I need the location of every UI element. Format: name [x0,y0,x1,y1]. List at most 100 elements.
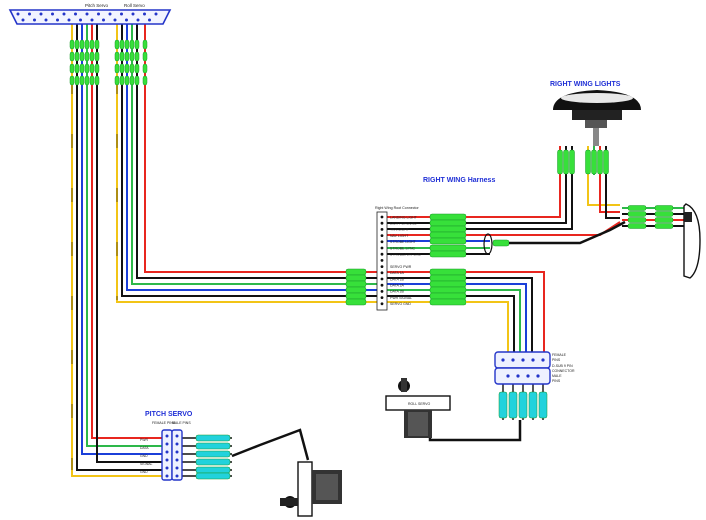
wire-splice [195,450,231,458]
wire-splice [429,292,467,300]
wire-splice [134,39,140,50]
wire-splice [195,434,231,442]
connector-pin [165,450,169,454]
roll-harness-wire [131,22,378,285]
wire-splice [591,149,597,175]
wire-splice [84,51,90,62]
wire-splice [627,211,647,217]
wire-splice [429,237,467,245]
wire-splice [345,286,367,294]
wire-splice [429,231,467,239]
wire-splice [345,268,367,276]
connector-pin [175,474,179,478]
wire-splice [654,217,674,223]
light-lead [587,175,620,206]
connector-pin [79,18,82,22]
roll-servo-connector: FEMALE PINS D-SUB 9 PIN CONNECTOR MALE P… [494,351,575,385]
connector-pin [56,18,59,22]
wire-splice [429,213,467,221]
wire-splice [114,51,120,62]
wire-splice [124,39,130,50]
wire-splice [492,239,510,247]
wire-splice [79,39,85,50]
connector-pin [143,12,146,16]
wire-splice [429,280,467,288]
connector-pin [175,442,179,446]
wire-splice [69,51,75,62]
wire-splice [129,39,135,50]
root-pin-label: LANDING LIGHT [390,215,418,219]
servo-wire [466,277,533,352]
root-pin-label: TAXI LIGHT [390,228,410,232]
root-pin [380,252,384,256]
right-wing-harness-title: RIGHT WING Harness [423,177,495,184]
connector-pin [165,442,169,446]
connector-pin [97,12,100,16]
wire-splice [429,244,467,252]
light-wire [466,164,573,230]
wire-splice [89,51,95,62]
roll-servo-connector-label: Roll Servo [124,3,145,8]
pitch-wire-label: DATA [140,446,149,450]
roll-servo-cable [428,420,522,442]
connector-pin [506,374,510,378]
pitch-servo-cable [231,428,310,461]
wire-splice [89,63,95,74]
roll-dsub-label: D-SUB 9 PIN [552,364,573,368]
root-pin [380,221,384,225]
wingtip-strobe [683,203,701,279]
roll-harness-wire [144,22,378,273]
connector-pin [90,18,94,22]
wire-splice [119,75,125,86]
pitch-wire-label: SIGNAL [140,462,153,466]
pitch-wire-label: PWR [140,438,148,442]
wire-splice [129,51,135,62]
connector-pin [131,12,135,16]
connector-pin [175,458,179,462]
pitch-female-pins-label: FEMALE PINS [152,421,176,425]
root-pin [380,271,384,275]
connector-pin [21,18,25,22]
connector-pin [28,12,31,16]
wire-splice [142,75,148,86]
connector-pin [136,18,140,22]
connector-pin [16,12,20,16]
wire-splice [429,225,467,233]
wire-splice [345,274,367,282]
root-pin [380,296,384,299]
wire-splice [518,391,528,419]
wire-splice [119,39,125,50]
root-pin [380,265,384,268]
wire-splice [557,149,563,175]
root-pin [380,277,384,281]
wire-splice [627,223,647,229]
servo-wire [466,301,509,352]
wire-splice [124,51,130,62]
wire-splice [654,211,674,217]
wire-layer [69,22,685,480]
wire-splice [654,223,674,229]
wire-splice [429,250,467,258]
wing-light-assembly [553,90,641,146]
root-pin-label: LIGHT GROUND [390,222,417,226]
servo-wire [466,295,515,352]
connector-pin [165,466,169,470]
wire-splice [498,391,508,419]
wire-splice [569,149,575,175]
connector-pin [154,12,158,16]
servo-wire [466,283,527,352]
connector-pin [165,434,169,438]
wire-splice [134,75,140,86]
connector-pin [516,374,520,378]
wire-splice [89,39,95,50]
connector-pin [531,358,535,362]
wire-splice [195,472,231,480]
pitch-servo-title: PITCH SERVO [145,411,193,418]
pitch-harness-wire [71,22,172,477]
connector-pin [125,18,128,22]
pitch-servo-connector-label: Pitch Servo [85,3,109,8]
wire-splice [654,205,674,211]
wire-splice [597,149,603,175]
connector-pin [102,18,105,22]
